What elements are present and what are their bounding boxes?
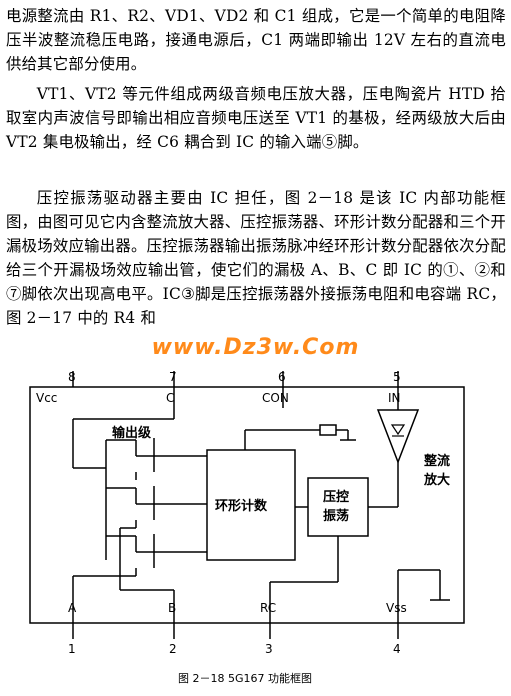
pin-in-label: IN: [388, 391, 401, 405]
pin-1-number: 1: [68, 642, 76, 656]
vco-label-1: 压控: [323, 489, 349, 505]
ring-counter-block: [206, 449, 296, 561]
pin-b-label: B: [168, 601, 176, 615]
pin-vcc-label: Vcc: [36, 391, 57, 405]
paragraph-2: VT1、VT2 等元件组成两级音频电压放大器，压电陶瓷片 HTD 拾取室内声波信…: [6, 85, 506, 151]
watermark: www.Dz3w.Com: [151, 335, 360, 360]
ic-outline: [29, 386, 465, 624]
pin-4-number: 4: [393, 642, 401, 656]
pin-vss-label: Vss: [386, 601, 407, 615]
pin-8-number: 8: [68, 370, 76, 384]
pin-2-number: 2: [169, 642, 177, 656]
rect-amp-label-2: 放大: [423, 472, 450, 488]
pin-6-number: 6: [278, 370, 286, 384]
figure-caption: 图 2－18 5G167 功能框图: [178, 671, 312, 685]
pin-c-label: C: [166, 391, 174, 405]
pin-5-number: 5: [393, 370, 401, 384]
ring-counter-label: 环形计数: [215, 498, 268, 514]
paragraph-1: 电源整流由 R1、R2、VD1、VD2 和 C1 组成，它是一个简单的电阻降压半…: [6, 7, 506, 73]
output-stage-label: 输出级: [112, 425, 152, 441]
pin-7-number: 7: [169, 370, 177, 384]
pin-a-label: A: [68, 601, 77, 615]
diode-icon: [390, 424, 406, 437]
pin-con-label: CON: [262, 391, 289, 405]
rect-amp-label-1: 整流: [423, 453, 450, 469]
vco-label-2: 振荡: [323, 508, 349, 524]
paragraph-3: 压控振荡驱动器主要由 IC 担任，图 2－18 是该 IC 内部功能框图，由图可…: [6, 189, 506, 327]
pin-3-number: 3: [265, 642, 273, 656]
pin-rc-label: RC: [260, 601, 276, 615]
vco-block: [307, 477, 369, 537]
